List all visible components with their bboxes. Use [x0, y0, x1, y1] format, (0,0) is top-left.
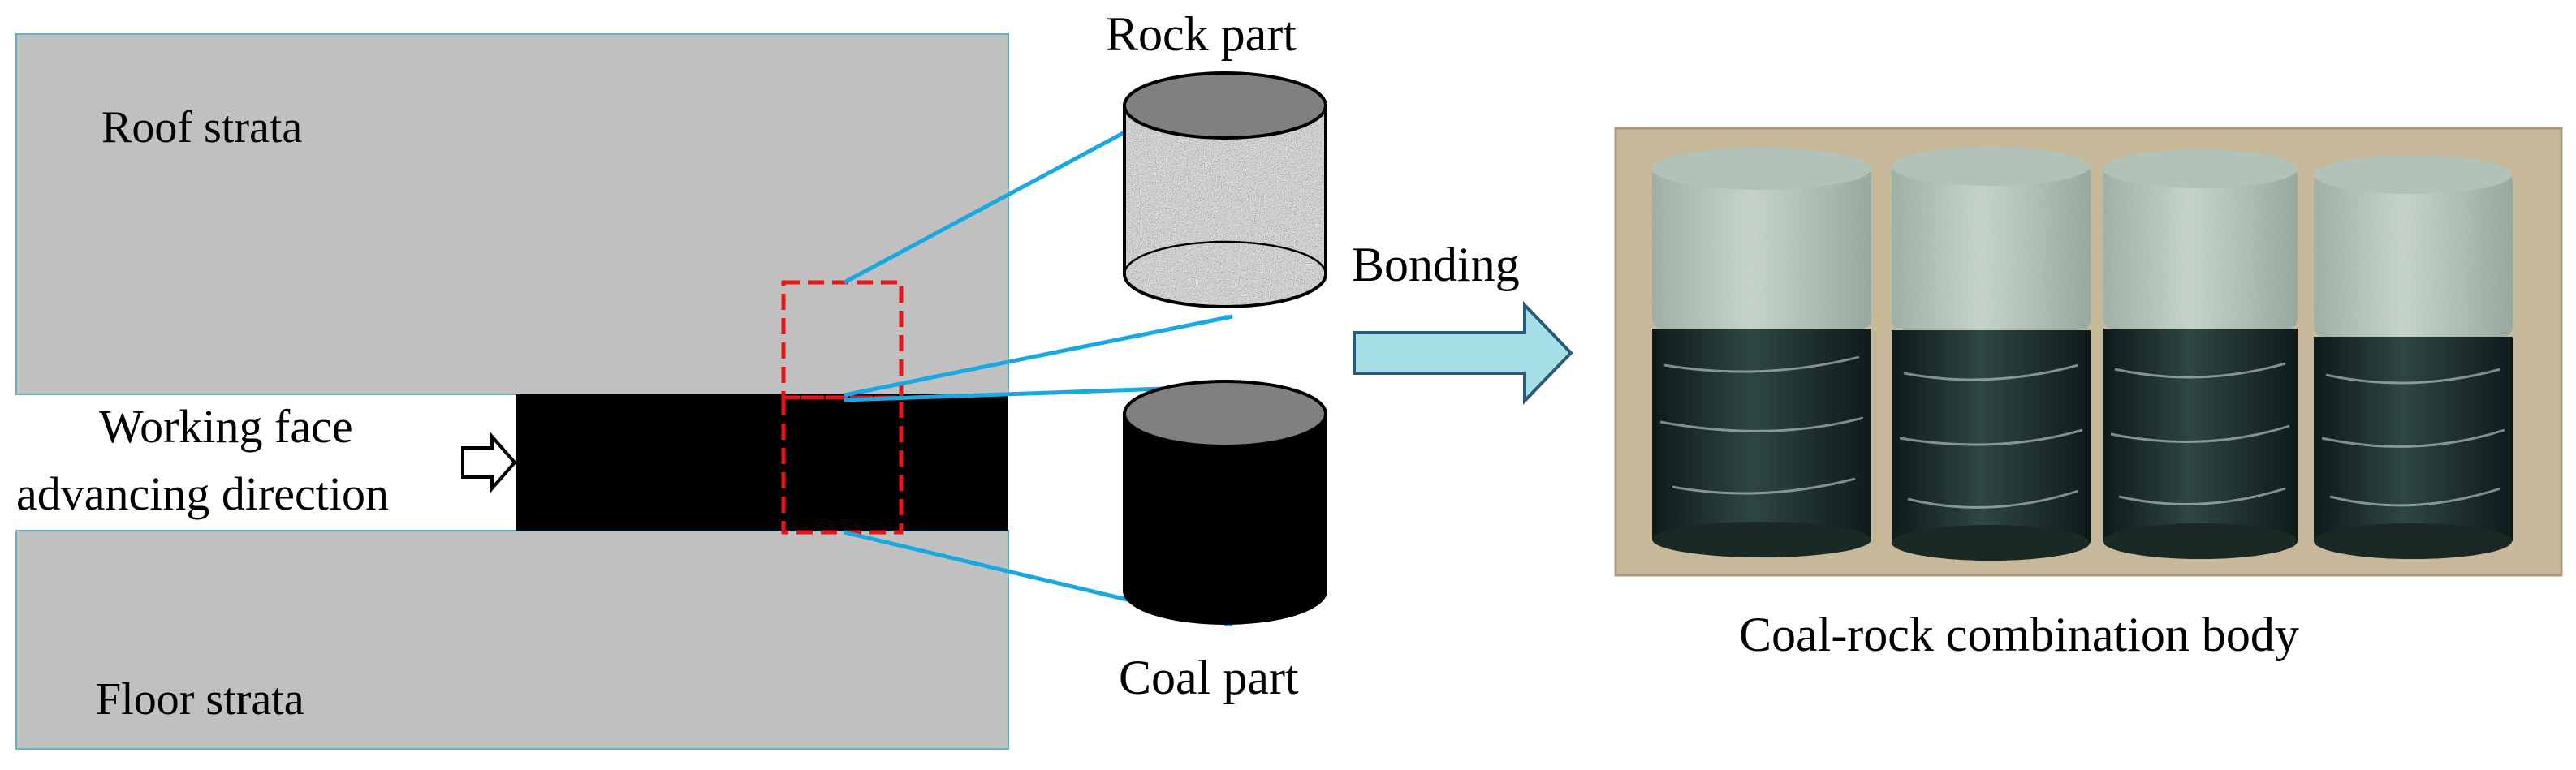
coal-seam [516, 394, 1008, 531]
roof-strata-block [15, 33, 1009, 395]
working-face-label-line1: Working face [99, 400, 353, 453]
specimen-3 [2103, 149, 2298, 559]
photo-caption: Coal-rock combination body [1739, 608, 2299, 661]
floor-strata-label: Floor strata [96, 674, 304, 725]
rock-part-label: Rock part [1106, 7, 1297, 61]
bonding-label: Bonding [1352, 238, 1520, 291]
coal-rock-specimen-photo [1614, 127, 2563, 577]
coal-part-label: Coal part [1119, 651, 1299, 704]
specimen-2 [1892, 147, 2091, 561]
specimen-4 [2314, 155, 2513, 559]
rock-part-cylinder [1123, 71, 1327, 308]
roof-strata-label: Roof strata [101, 102, 302, 153]
coal-part-cylinder [1123, 380, 1327, 625]
sampling-box-coal [781, 395, 904, 535]
bonding-arrow-icon [1353, 301, 1573, 405]
direction-arrow-icon [461, 432, 517, 493]
working-face-label-line2: advancing direction [16, 467, 389, 520]
leader-arrow-rock-bottom [844, 314, 1233, 398]
specimen-1 [1652, 148, 1871, 557]
sampling-box-rock [781, 280, 904, 400]
floor-strata-block [15, 530, 1009, 750]
